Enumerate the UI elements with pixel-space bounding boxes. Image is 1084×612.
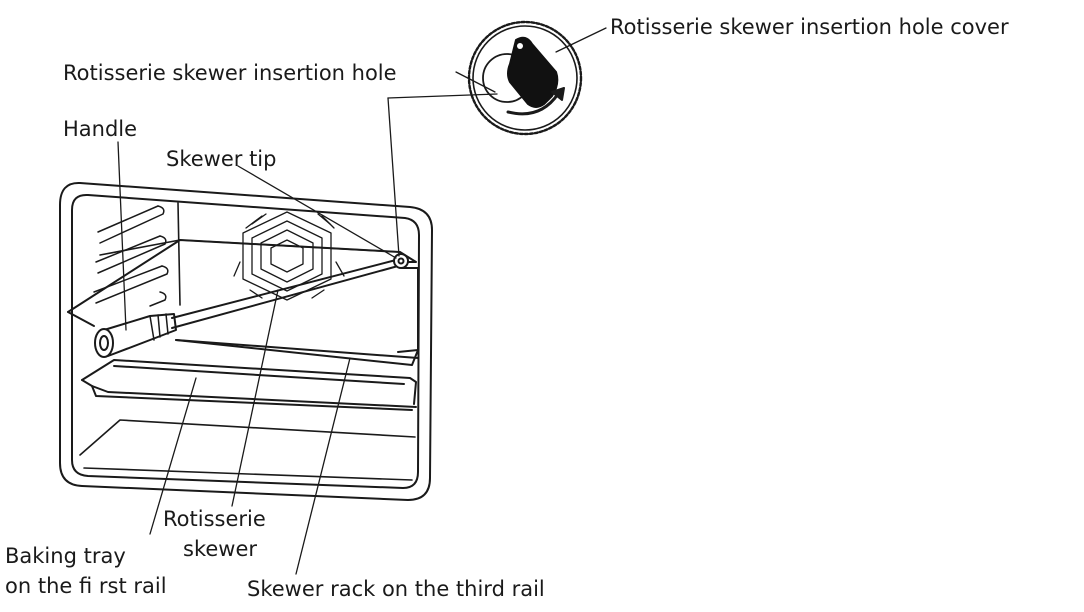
label-baking-tray-1: Baking tray <box>5 544 126 568</box>
leader-lines <box>117 27 607 575</box>
label-baking-tray-2: on the fi rst rail <box>5 574 167 598</box>
label-insertion-hole: Rotisserie skewer insertion hole <box>63 61 397 85</box>
oven-frame <box>59 181 433 501</box>
label-rotisserie-skewer-1: Rotisserie <box>163 507 266 531</box>
hole-cover-icon <box>507 36 559 108</box>
label-skewer-rack: Skewer rack on the third rail <box>247 577 545 601</box>
label-skewer-tip: Skewer tip <box>166 147 277 171</box>
label-hole-cover: Rotisserie skewer insertion hole cover <box>610 15 1009 39</box>
hole-cover-inset <box>467 20 583 136</box>
rotisserie-skewer <box>171 253 409 329</box>
label-handle: Handle <box>63 117 138 141</box>
skewer-handle <box>94 313 177 358</box>
label-rotisserie-skewer-2: skewer <box>183 537 258 561</box>
baking-tray <box>81 359 417 411</box>
rotate-arrow-icon <box>506 92 560 116</box>
